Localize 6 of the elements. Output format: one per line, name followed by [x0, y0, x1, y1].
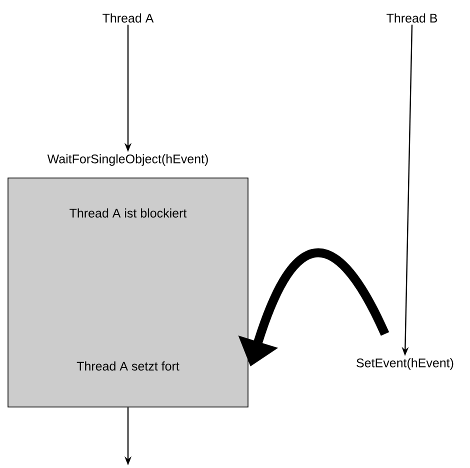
- call-label: SetEvent(hEvent): [356, 358, 454, 370]
- thread-label: Thread A: [102, 13, 154, 23]
- box-heading: WaitForSingleObject(hEvent): [47, 154, 208, 166]
- state-text: Thread A setzt fort: [76, 361, 180, 371]
- thread-label: Thread B: [386, 13, 438, 23]
- state-text: Thread A ist blockiert: [70, 208, 187, 218]
